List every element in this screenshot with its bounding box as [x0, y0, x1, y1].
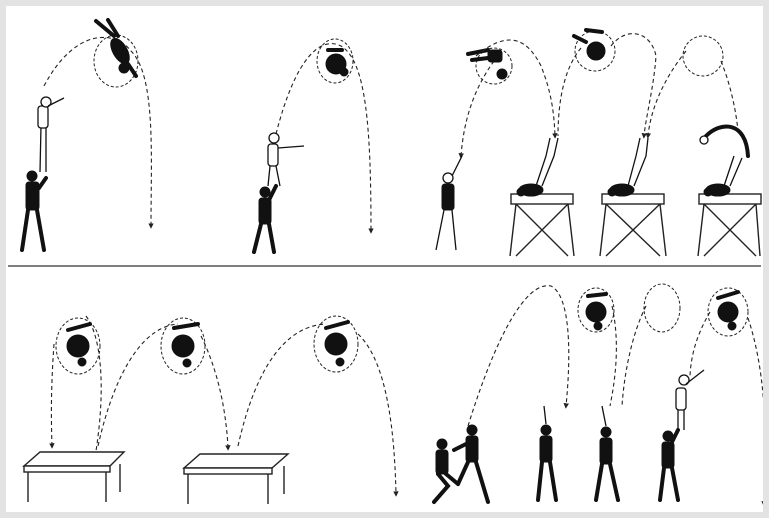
trajectory-line — [461, 61, 494, 156]
trajectory-line — [690, 312, 710, 376]
upper-figure — [38, 97, 64, 172]
scene-salto-to-handstand-on-trestle — [476, 30, 615, 256]
scene-table-salto-3 — [184, 316, 396, 504]
trajectory-line — [622, 306, 646, 406]
base-figure — [22, 171, 46, 250]
acrobatics-illustration — [6, 6, 763, 512]
trajectory-line — [610, 306, 616, 406]
bridge-figure — [517, 138, 558, 196]
scene-stand-to-salto — [254, 39, 371, 252]
flier-figure — [586, 294, 606, 330]
scene-stand-to-dive — [22, 20, 151, 250]
bridge-figure — [608, 138, 648, 196]
flier-figure — [468, 50, 507, 79]
base-figure — [254, 186, 276, 252]
bottom-panel — [24, 284, 763, 504]
trajectory-line — [201, 336, 228, 448]
top-panel — [22, 20, 761, 256]
trajectory-line — [721, 61, 738, 131]
trestle — [600, 194, 666, 256]
flier-figure — [718, 292, 738, 330]
trestle — [510, 194, 574, 256]
table — [24, 452, 124, 502]
trajectory-line — [748, 318, 763, 504]
jumper-figure — [538, 406, 556, 500]
trajectory-line — [276, 44, 371, 231]
salto-loop — [683, 36, 723, 76]
scene-salto-sequence — [538, 284, 763, 504]
salto-loop — [644, 284, 680, 332]
upper-figure — [268, 133, 304, 186]
scene-table-salto-2 — [98, 318, 228, 448]
trajectory-line — [468, 286, 569, 426]
trajectory-line — [238, 324, 326, 446]
scene-partner-lift — [434, 286, 569, 502]
arch-figure — [700, 126, 748, 196]
flier-figure — [325, 322, 348, 366]
flier-figure — [96, 20, 136, 76]
scene-trestle-pair — [600, 34, 666, 256]
base-figure — [454, 425, 488, 502]
flier-figure — [326, 50, 348, 76]
trajectory-line — [648, 51, 686, 136]
scene-table-salto-1 — [24, 316, 124, 502]
trajectory-line — [51, 344, 54, 446]
flier-figure — [67, 324, 90, 366]
jumper-figure — [596, 406, 618, 500]
table — [184, 454, 288, 504]
trestle — [698, 194, 761, 256]
lander-figure — [436, 156, 462, 250]
trajectory-line — [358, 334, 396, 494]
base-figure — [660, 430, 678, 500]
flier-figure — [574, 30, 605, 60]
flier-figure — [172, 324, 198, 367]
scene-trestle-bridge — [648, 36, 761, 256]
scene-salto-to-stand — [436, 48, 512, 250]
trajectory-line — [98, 324, 178, 446]
trajectory-line — [611, 34, 656, 136]
trajectory-line — [44, 37, 151, 226]
upper-figure — [676, 370, 704, 430]
